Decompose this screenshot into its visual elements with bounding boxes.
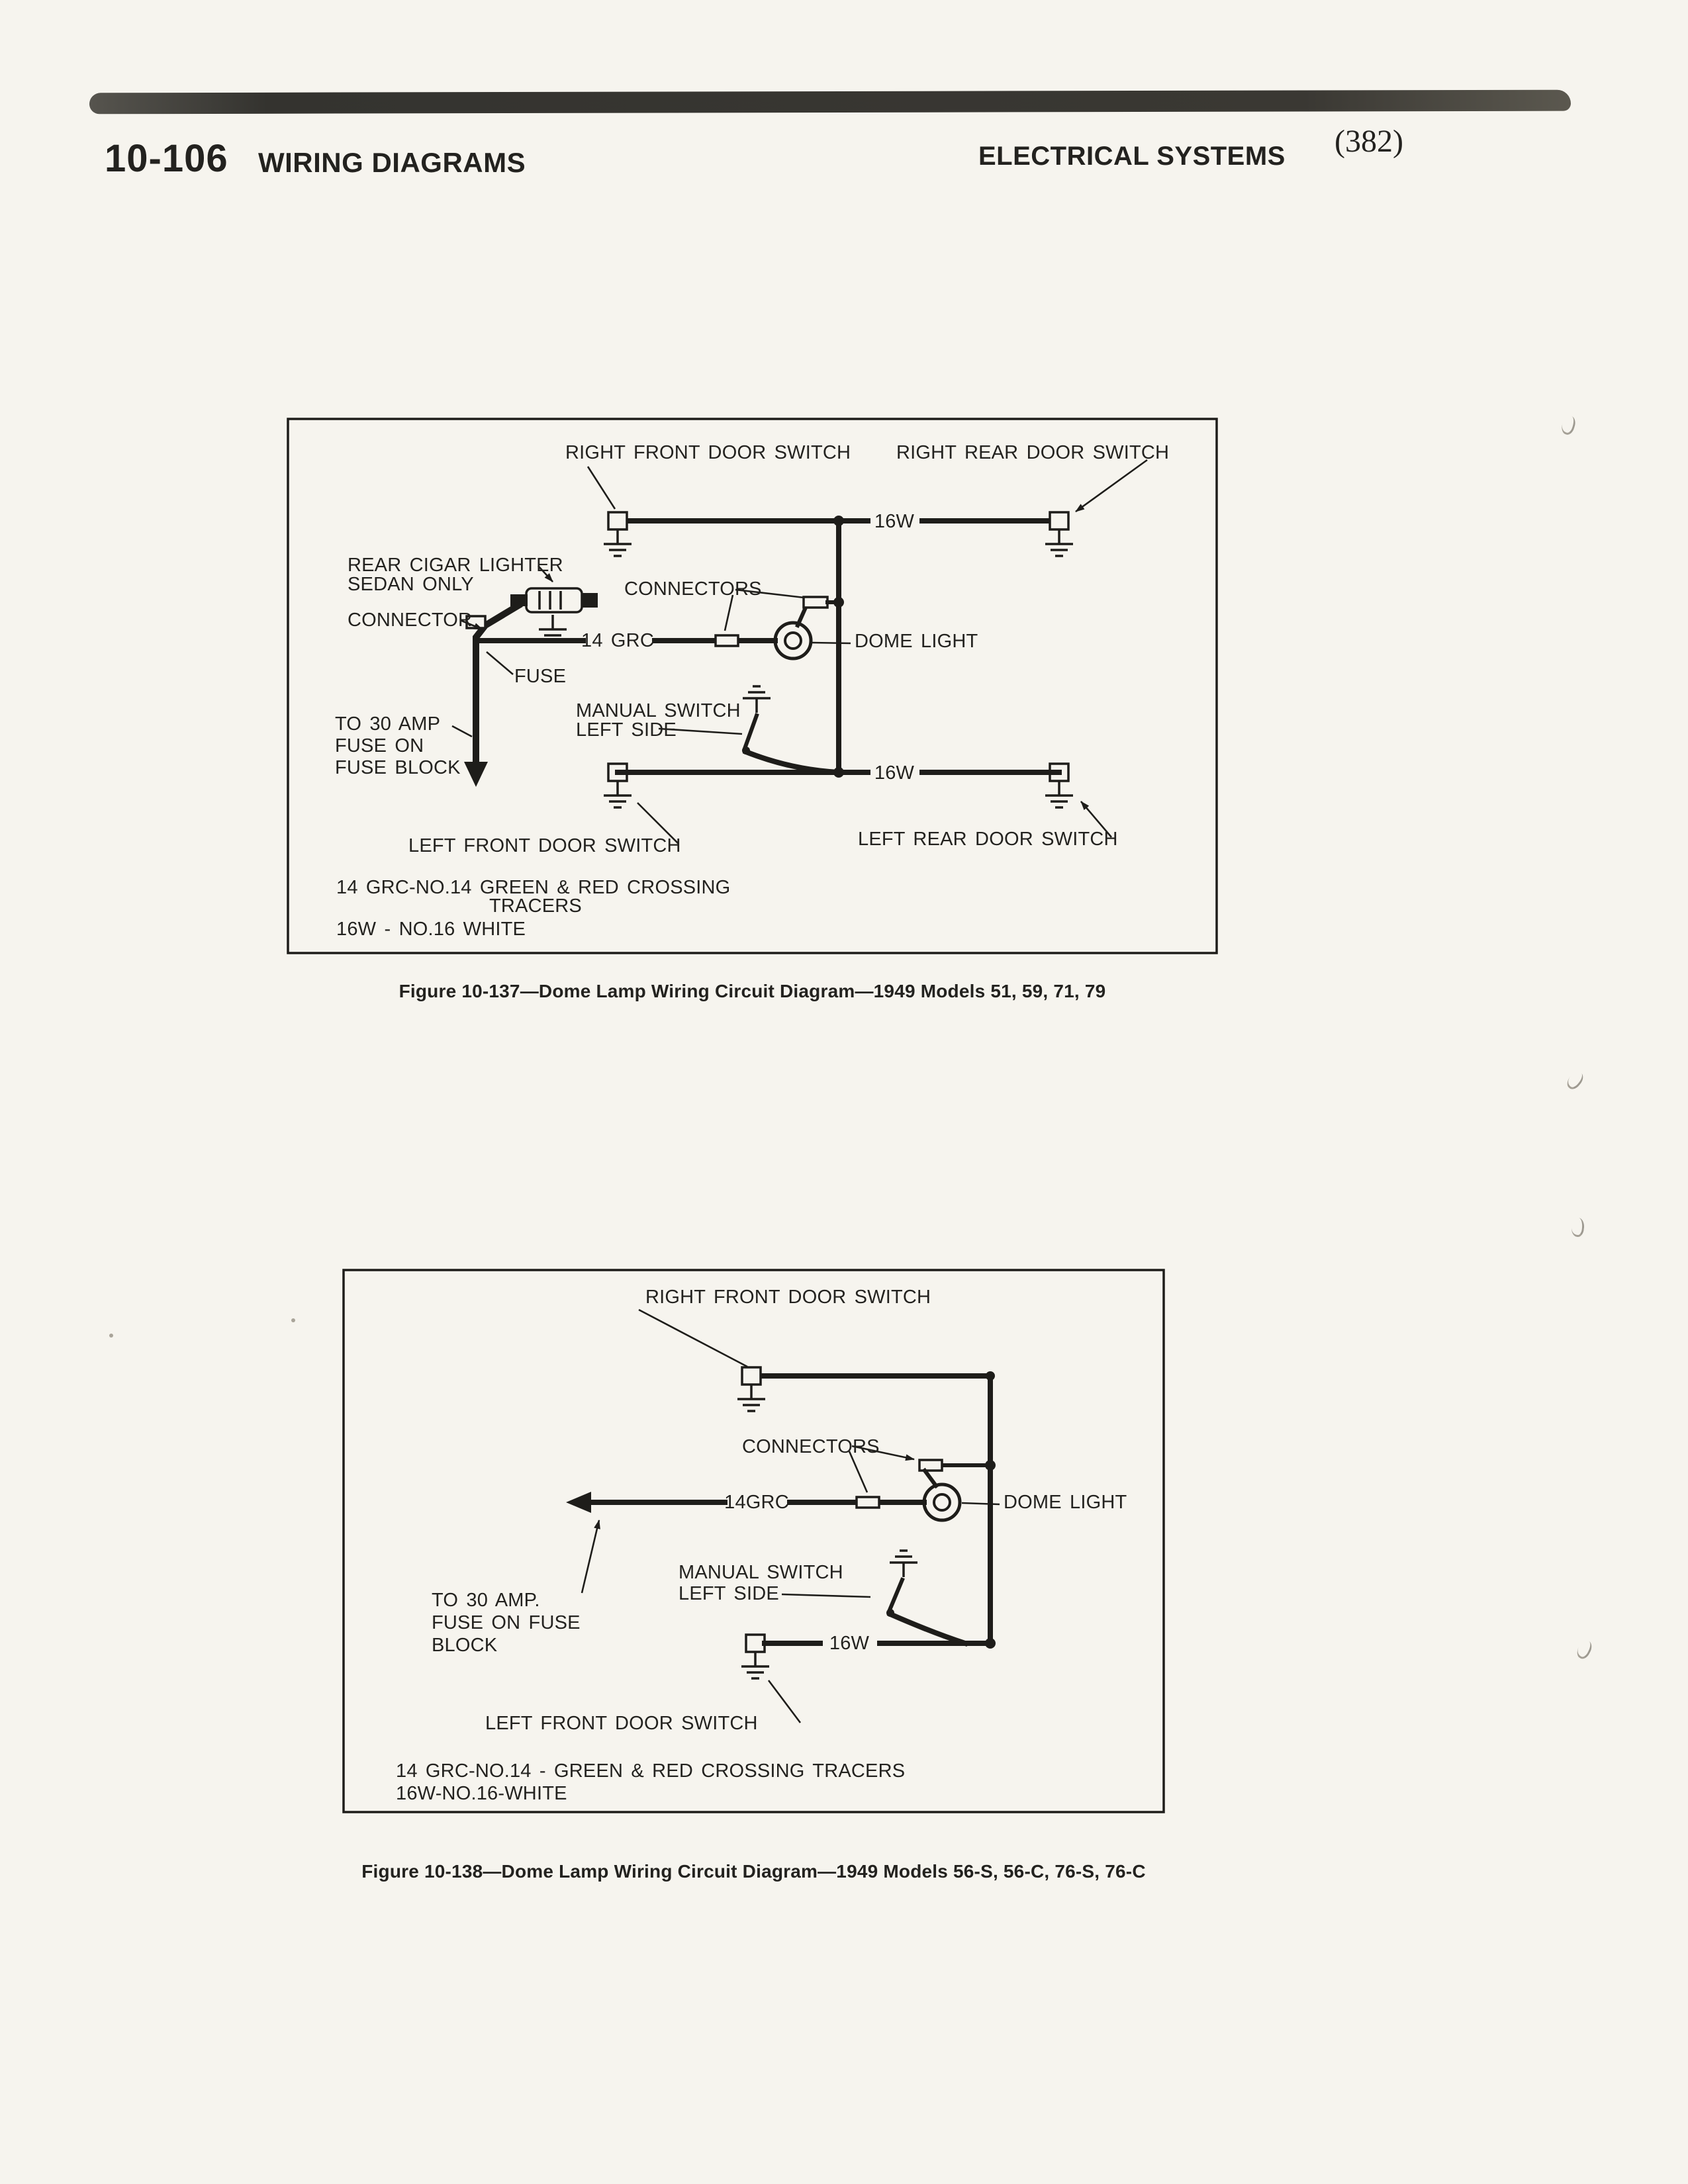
left-arrowhead [566, 1492, 591, 1513]
wire-16w-bottom-label: 16W [874, 762, 915, 784]
figure-10-137-diagram: 16W [287, 418, 1218, 954]
right-front-door-switch-label: RIGHT FRONT DOOR SWITCH [565, 442, 851, 463]
figure-10-138-diagram: 14GRC 16W RIGHT FRONT DOOR SWITCH [342, 1269, 1165, 1813]
leader-lines [451, 459, 1148, 844]
manual-switch-label-2: LEFT SIDE [576, 719, 677, 741]
to-fuse-label-1: TO 30 AMP [335, 713, 440, 735]
rear-cigar-lighter-label-2: SEDAN ONLY [348, 574, 474, 595]
scan-edge-bar [89, 89, 1571, 114]
feed-to-fuse-block-wire [464, 601, 523, 787]
dome-light-lead [918, 1459, 992, 1489]
connector-symbol [855, 1496, 880, 1509]
trunk-wire [833, 518, 844, 778]
wire-14grc [566, 1492, 927, 1513]
manual-switch-label-2: LEFT SIDE [679, 1583, 779, 1604]
down-arrowhead [464, 762, 488, 787]
right-front-door-switch-label: RIGHT FRONT DOOR SWITCH [645, 1287, 931, 1308]
dome-light-symbol [924, 1484, 960, 1520]
connector-symbol [918, 1459, 943, 1472]
legend-line-1: 14 GRC-NO.14 - GREEN & RED CROSSING TRAC… [396, 1760, 905, 1782]
left-rear-door-switch-label: LEFT REAR DOOR SWITCH [858, 829, 1118, 850]
to-fuse-label-2: FUSE ON FUSE [432, 1612, 581, 1633]
scan-artifact [1564, 1069, 1587, 1092]
leader-lines [581, 1308, 1000, 1723]
page-ref: 10-106 [105, 137, 228, 180]
right-front-door-switch-symbol [737, 1367, 765, 1411]
wire-top-and-trunk [758, 1371, 996, 1649]
connector-symbol [714, 634, 739, 647]
connectors-label: CONNECTORS [624, 578, 762, 600]
wire-14grc [473, 634, 778, 647]
manual-switch-symbol [741, 685, 842, 776]
right-rear-door-switch-symbol [1045, 512, 1073, 556]
left-front-door-switch-label: LEFT FRONT DOOR SWITCH [485, 1713, 758, 1734]
fuse-label: FUSE [514, 666, 566, 687]
to-fuse-label-1: TO 30 AMP. [432, 1590, 540, 1611]
section-title-left: WIRING DIAGRAMS [258, 147, 526, 178]
to-fuse-label-2: FUSE ON [335, 735, 424, 756]
dome-light-label: DOME LIGHT [855, 631, 978, 652]
figure-10-138-caption: Figure 10-138—Dome Lamp Wiring Circuit D… [361, 1861, 1146, 1882]
right-front-door-switch-symbol [604, 512, 632, 556]
figure-10-137-caption: Figure 10-137—Dome Lamp Wiring Circuit D… [399, 981, 1106, 1001]
right-rear-door-switch-label: RIGHT REAR DOOR SWITCH [896, 442, 1169, 463]
page-number: (382) [1335, 124, 1403, 159]
legend-line-2: TRACERS [489, 895, 582, 917]
connector-label: CONNECTOR [348, 610, 472, 631]
wire-16w-top-label: 16W [874, 511, 915, 532]
section-title-right: ELECTRICAL SYSTEMS [978, 142, 1286, 171]
diagram-border [287, 418, 1218, 954]
dome-light-symbol [775, 623, 811, 659]
rear-cigar-lighter-label-1: REAR CIGAR LIGHTER [348, 555, 563, 576]
wire-16w-label: 16W [829, 1633, 870, 1654]
scan-speck [291, 1318, 295, 1322]
wire-14grc-label: 14GRC [724, 1492, 789, 1513]
legend-line-2: 16W-NO.16-WHITE [396, 1783, 567, 1804]
to-fuse-label-3: BLOCK [432, 1635, 498, 1656]
scan-speck [109, 1334, 113, 1338]
diagram-border [342, 1269, 1165, 1813]
rear-cigar-lighter-symbol [510, 587, 598, 643]
connectors-label: CONNECTORS [742, 1436, 880, 1457]
wire-14grc-label: 14 GRC [581, 630, 654, 651]
legend-line-3: 16W - NO.16 WHITE [336, 919, 526, 940]
dome-light-label: DOME LIGHT [1004, 1492, 1127, 1513]
to-fuse-label-3: FUSE BLOCK [335, 757, 461, 778]
dome-light-lead [795, 596, 841, 628]
scan-artifact [1570, 1217, 1585, 1238]
manual-switch-label-1: MANUAL SWITCH [679, 1562, 843, 1583]
left-front-door-switch-label: LEFT FRONT DOOR SWITCH [408, 835, 681, 856]
manual-switch-label-1: MANUAL SWITCH [576, 700, 741, 721]
legend-line-1: 14 GRC-NO.14 GREEN & RED CROSSING [336, 877, 730, 898]
scan-artifact [1559, 414, 1578, 437]
scan-artifact [1574, 1638, 1595, 1661]
connector-symbol [802, 596, 829, 609]
manual-switch-symbol [886, 1549, 969, 1647]
